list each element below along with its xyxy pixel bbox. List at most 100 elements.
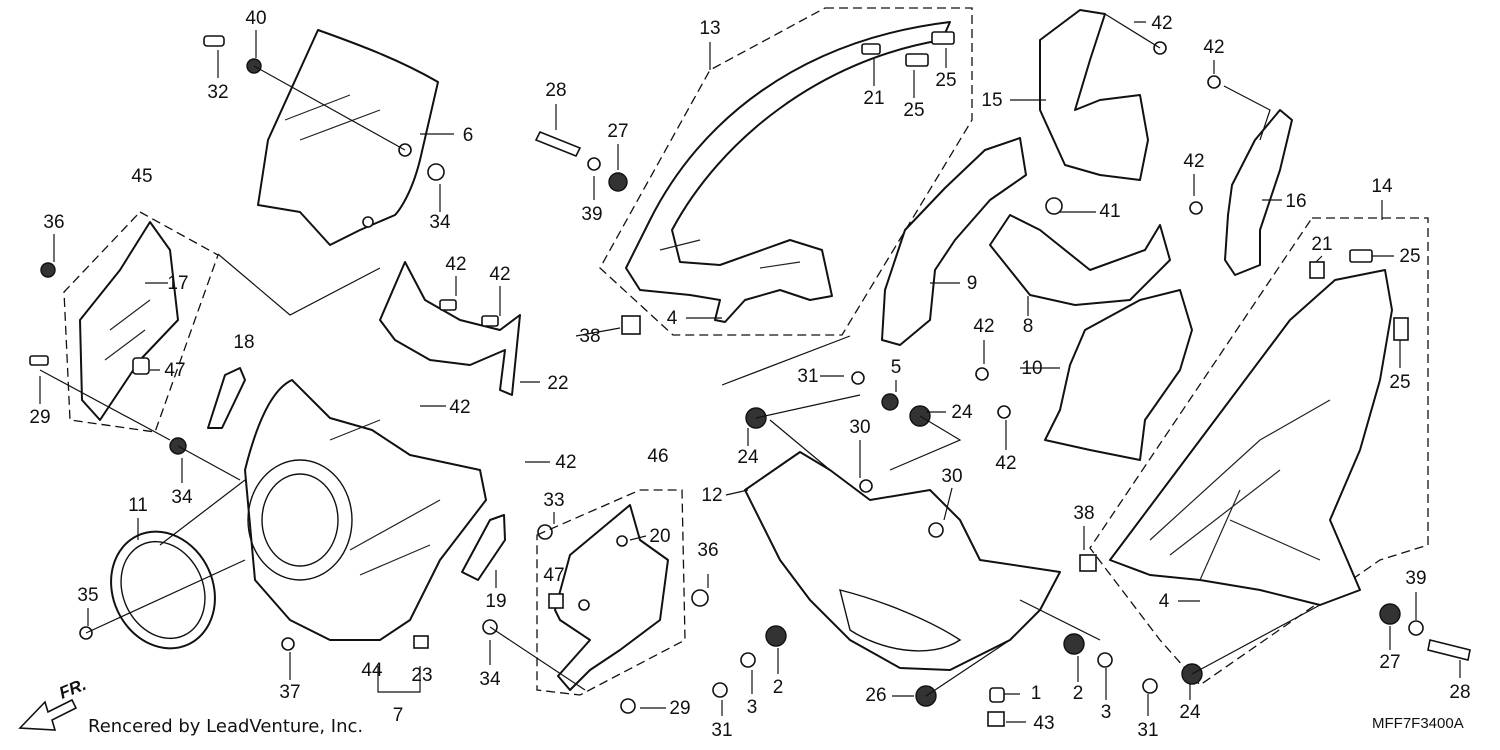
callout: 28 — [1449, 682, 1470, 703]
callout: 14 — [1371, 176, 1393, 197]
callout: 47 — [543, 565, 564, 586]
callout: 11 — [128, 495, 148, 516]
callout: 18 — [233, 332, 254, 353]
callout: 24 — [737, 447, 759, 468]
callout: 45 — [131, 166, 152, 187]
callout: 34 — [171, 487, 193, 508]
callout: 25 — [935, 70, 956, 91]
callout: 40 — [245, 8, 266, 29]
callout: 8 — [1023, 316, 1034, 337]
callout: 30 — [849, 417, 870, 438]
callout: 23 — [411, 665, 432, 686]
panel-10 — [1044, 289, 1193, 461]
headlight-rim-11 — [110, 530, 216, 650]
callout: 42 — [1151, 13, 1172, 34]
callout: 6 — [463, 125, 474, 146]
callout: 3 — [1101, 702, 1112, 723]
panel-16 — [1224, 109, 1293, 276]
pad-18 — [207, 367, 246, 429]
side-cover-17 — [79, 221, 179, 421]
callout: 28 — [545, 80, 566, 101]
callout: 24 — [1179, 702, 1201, 723]
direction-label: FR. — [56, 675, 89, 703]
callout: 25 — [903, 100, 924, 121]
callout: 42 — [1183, 151, 1204, 172]
leader-lines — [39, 13, 1321, 697]
callout: 29 — [29, 407, 50, 428]
callout: 20 — [649, 526, 670, 547]
callout: 26 — [865, 685, 886, 706]
callout: 25 — [1399, 246, 1420, 267]
callout: 13 — [699, 18, 720, 39]
callout: 21 — [863, 88, 884, 109]
credit-text: Rencered by LeadVenture, Inc. — [88, 716, 363, 737]
callout: 17 — [167, 273, 188, 294]
side-panel-46 — [548, 504, 669, 691]
callout: 15 — [981, 90, 1002, 111]
front-cowl — [244, 379, 487, 641]
right-cowl-14 — [1109, 269, 1393, 606]
callout-ticks — [39, 21, 1461, 723]
callout: 46 — [647, 446, 668, 467]
callout: 27 — [607, 121, 628, 142]
callout: 19 — [485, 591, 506, 612]
diagram-code: MFF7F3400A — [1372, 715, 1464, 732]
inner-panel-13 — [625, 21, 951, 323]
front-direction-arrow — [18, 698, 78, 731]
callouts: 40 32 6 34 45 36 17 47 29 18 42 42 22 42… — [29, 8, 1470, 741]
callout: 3 — [747, 697, 758, 718]
callout: 4 — [667, 308, 678, 329]
callout: 44 — [361, 660, 383, 681]
callout: 42 — [555, 452, 576, 473]
callout: 38 — [1073, 503, 1094, 524]
callout: 36 — [43, 212, 64, 233]
pad-19 — [461, 514, 506, 581]
callout: 2 — [1073, 683, 1084, 704]
callout: 42 — [489, 264, 510, 285]
windscreen — [257, 29, 439, 246]
callout: 35 — [77, 585, 98, 606]
callout: 30 — [941, 466, 962, 487]
callout: 5 — [891, 357, 902, 378]
callout: 25 — [1389, 372, 1410, 393]
callout: 22 — [547, 373, 568, 394]
group-box-14 — [1089, 217, 1429, 686]
panel-8 — [989, 214, 1171, 306]
callout: 31 — [797, 366, 818, 387]
callout: 2 — [773, 677, 784, 698]
callout: 16 — [1285, 191, 1306, 212]
callout: 39 — [1405, 568, 1426, 589]
callout: 42 — [1203, 37, 1224, 58]
callout: 43 — [1033, 713, 1054, 734]
callout: 24 — [951, 402, 973, 423]
callout: 1 — [1031, 683, 1042, 704]
callout: 34 — [479, 669, 501, 690]
callout: 27 — [1379, 652, 1400, 673]
callout: 47 — [164, 360, 185, 381]
group-box-45 — [63, 211, 219, 433]
callout: 42 — [449, 397, 470, 418]
group-box-46 — [536, 489, 686, 696]
callout: 31 — [1137, 720, 1158, 741]
callout: 21 — [1311, 234, 1332, 255]
callout: 12 — [701, 485, 722, 506]
callout: 38 — [579, 326, 600, 347]
lower-cowl-12 — [744, 451, 1061, 671]
callout: 32 — [207, 82, 228, 103]
callout: 9 — [967, 273, 978, 294]
callout: 39 — [581, 204, 602, 225]
group-box-13 — [599, 7, 973, 336]
panel-15 — [1039, 9, 1149, 181]
callout: 42 — [973, 316, 994, 337]
callout: 7 — [393, 705, 404, 726]
callout: 42 — [445, 254, 466, 275]
callout: 36 — [697, 540, 718, 561]
callout: 42 — [995, 453, 1016, 474]
callout: 34 — [429, 212, 451, 233]
callout: 31 — [711, 720, 732, 741]
callout: 37 — [279, 682, 300, 703]
panel-9 — [881, 137, 1027, 346]
callout: 41 — [1099, 201, 1120, 222]
callout: 33 — [543, 490, 564, 511]
